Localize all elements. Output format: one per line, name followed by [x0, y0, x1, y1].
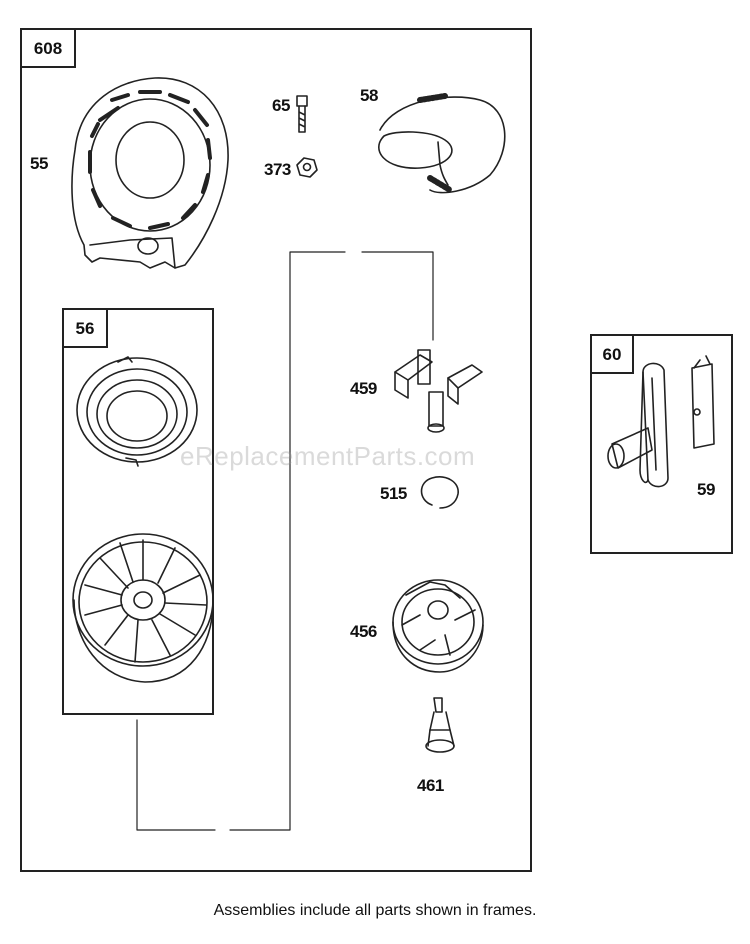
rewind-spring-part-56 [76, 356, 198, 467]
rope-part-58 [378, 93, 506, 194]
retainer-ring-part-515 [420, 476, 459, 509]
handle-part-60 [607, 362, 669, 488]
label-459: 459 [350, 379, 377, 398]
label-55: 55 [30, 154, 48, 173]
frame-56: 56 [62, 308, 214, 715]
label-515: 515 [380, 484, 407, 503]
label-456: 456 [350, 622, 377, 641]
frame-56-label: 56 [64, 310, 108, 348]
pawl-part-459 [394, 349, 483, 433]
label-65: 65 [272, 96, 290, 115]
insert-part-59 [691, 355, 715, 449]
frame-60: 60 [590, 334, 733, 554]
watermark-text: eReplacementParts.com [180, 441, 476, 471]
starter-cup-part-456 [392, 579, 484, 673]
frame-60-label: 60 [592, 336, 634, 374]
label-58: 58 [360, 86, 378, 105]
diagram-caption: Assemblies include all parts shown in fr… [213, 902, 537, 919]
connection-lines [136, 251, 434, 831]
label-59: 59 [697, 480, 715, 499]
label-461: 461 [417, 776, 444, 795]
frame-608: 608 [20, 28, 532, 872]
screw-part-461 [425, 697, 455, 753]
screw-part-65 [296, 95, 308, 133]
nut-part-373 [296, 157, 318, 178]
pulley-part-56 [72, 533, 214, 683]
blower-housing-part-55 [71, 77, 229, 269]
frame-608-label: 608 [22, 30, 76, 68]
label-373: 373 [264, 160, 291, 179]
